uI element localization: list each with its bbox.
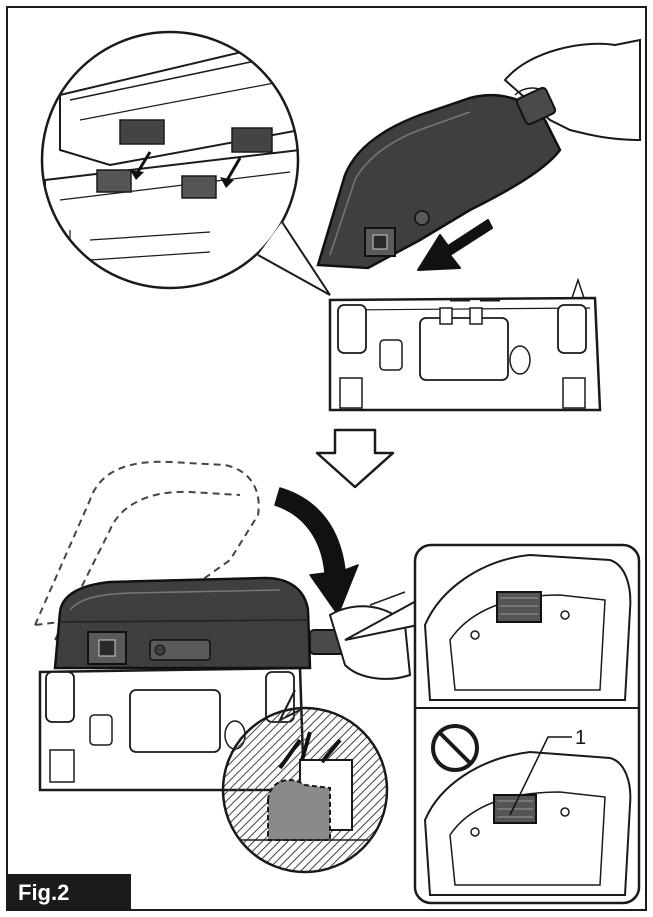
prohibition-icon [431,724,479,772]
top-mount-plate [328,277,602,412]
figure-label: Fig.2 [8,874,131,911]
inset-incorrect [423,736,632,896]
top-detail-circle [40,30,331,296]
insert-arrow-icon [417,219,493,271]
ghost-battery-outline [33,460,260,641]
top-battery [316,86,562,270]
bottom-detail-circle [221,689,389,874]
callout-number-1: 1 [575,727,586,749]
inset-correct [423,553,632,701]
hollow-down-arrow-icon [315,428,395,489]
right-inset-panel: 1 [344,543,641,905]
seated-battery [53,576,351,670]
figure-border [6,6,647,911]
